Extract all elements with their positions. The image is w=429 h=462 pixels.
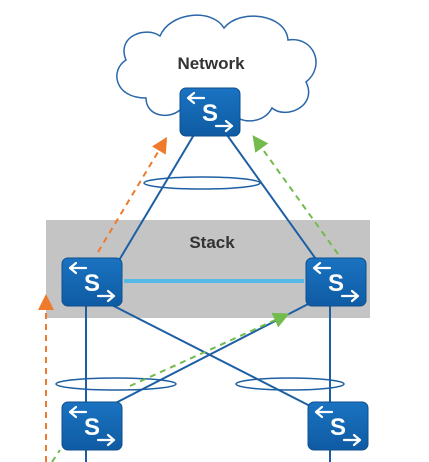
aggregation-ellipse-top [143, 176, 261, 190]
green-flow-upper [252, 135, 339, 255]
arrow-left-icon [312, 261, 332, 275]
aggregation-ellipse-left [55, 377, 177, 391]
arrow-right-icon [342, 433, 362, 447]
arrow-right-icon [214, 119, 234, 133]
switch-core: S [179, 87, 241, 137]
switch-icon [307, 401, 369, 451]
stack-label: Stack [189, 233, 235, 252]
aggregation-ellipse-right [235, 377, 345, 391]
switch-icon [305, 257, 367, 307]
switch-stack-left-glyph: S [84, 270, 100, 297]
orange-flow-arrows [38, 136, 168, 462]
green-flow-arrows [51, 135, 339, 462]
switch-stack-right-glyph: S [328, 270, 344, 297]
switch-access-left-glyph: S [84, 414, 100, 441]
switch-icon [179, 87, 241, 137]
switch-icon [61, 257, 123, 307]
cloud-icon [116, 14, 317, 122]
switch-stack-left: S [61, 257, 123, 307]
arrow-right-icon [96, 433, 116, 447]
arrow-left-icon [186, 91, 206, 105]
link-top-to-stack-right [221, 127, 319, 263]
switch-access-right-glyph: S [330, 414, 346, 441]
arrow-left-icon [68, 261, 88, 275]
switch-stack-right: S [305, 257, 367, 307]
arrow-left-icon [68, 405, 88, 419]
arrow-right-icon [340, 289, 360, 303]
network-cloud: Network [116, 14, 317, 122]
network-label: Network [177, 54, 245, 73]
green-flow-lower [51, 449, 61, 462]
switch-core-glyph: S [202, 100, 218, 127]
switch-icon [61, 401, 123, 451]
arrow-right-icon [96, 289, 116, 303]
arrow-left-icon [314, 405, 334, 419]
switch-access-left: S [61, 401, 123, 451]
switch-access-right: S [307, 401, 369, 451]
link-top-to-stack-left [117, 127, 199, 263]
